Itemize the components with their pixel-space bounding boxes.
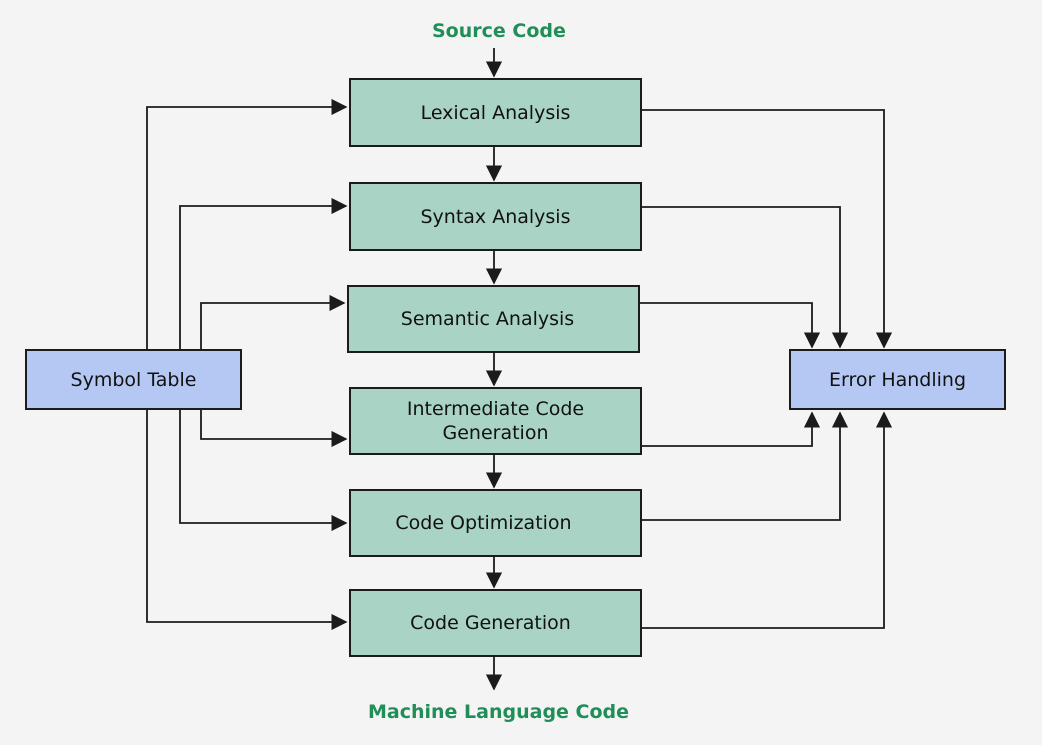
phase-lexical-analysis: Lexical Analysis bbox=[349, 78, 642, 147]
semantic-to-error bbox=[640, 302, 821, 349]
phase-intermediate-code-generation: Intermediate Code Generation bbox=[349, 387, 642, 455]
generation-to-error bbox=[642, 411, 893, 629]
optimization-to-error bbox=[642, 411, 849, 521]
phase-label: Code Optimization bbox=[395, 512, 572, 534]
lexical-to-error bbox=[642, 109, 893, 349]
syntax-to-error bbox=[642, 206, 849, 349]
phase-label: Intermediate Code Generation bbox=[406, 398, 585, 444]
phase-label: Lexical Analysis bbox=[420, 101, 571, 124]
input-label: Source Code bbox=[432, 20, 566, 42]
symtab-to-semantic bbox=[200, 294, 346, 349]
phase-syntax-analysis: Syntax Analysis bbox=[349, 182, 642, 251]
phase-semantic-analysis: Semantic Analysis bbox=[347, 285, 640, 353]
phase-label: Semantic Analysis bbox=[400, 308, 575, 330]
phase-label: Code Generation bbox=[410, 612, 571, 634]
error-handling-label: Error Handling bbox=[828, 368, 967, 391]
symtab-to-lexical bbox=[146, 98, 348, 349]
symtab-to-intermediate bbox=[200, 410, 348, 448]
symtab-to-generation bbox=[146, 410, 348, 631]
phase-label: Syntax Analysis bbox=[420, 205, 571, 228]
intermediate-to-error bbox=[642, 411, 821, 447]
output-label: Machine Language Code bbox=[368, 701, 630, 723]
symtab-to-optimization bbox=[179, 410, 348, 532]
symtab-to-syntax bbox=[179, 197, 348, 349]
symbol-table-label: Symbol Table bbox=[70, 368, 197, 391]
phase-code-optimization: Code Optimization bbox=[349, 489, 642, 557]
phase-code-generation: Code Generation bbox=[349, 589, 642, 657]
error-handling-box: Error Handling bbox=[789, 349, 1006, 410]
symbol-table-box: Symbol Table bbox=[25, 349, 242, 410]
